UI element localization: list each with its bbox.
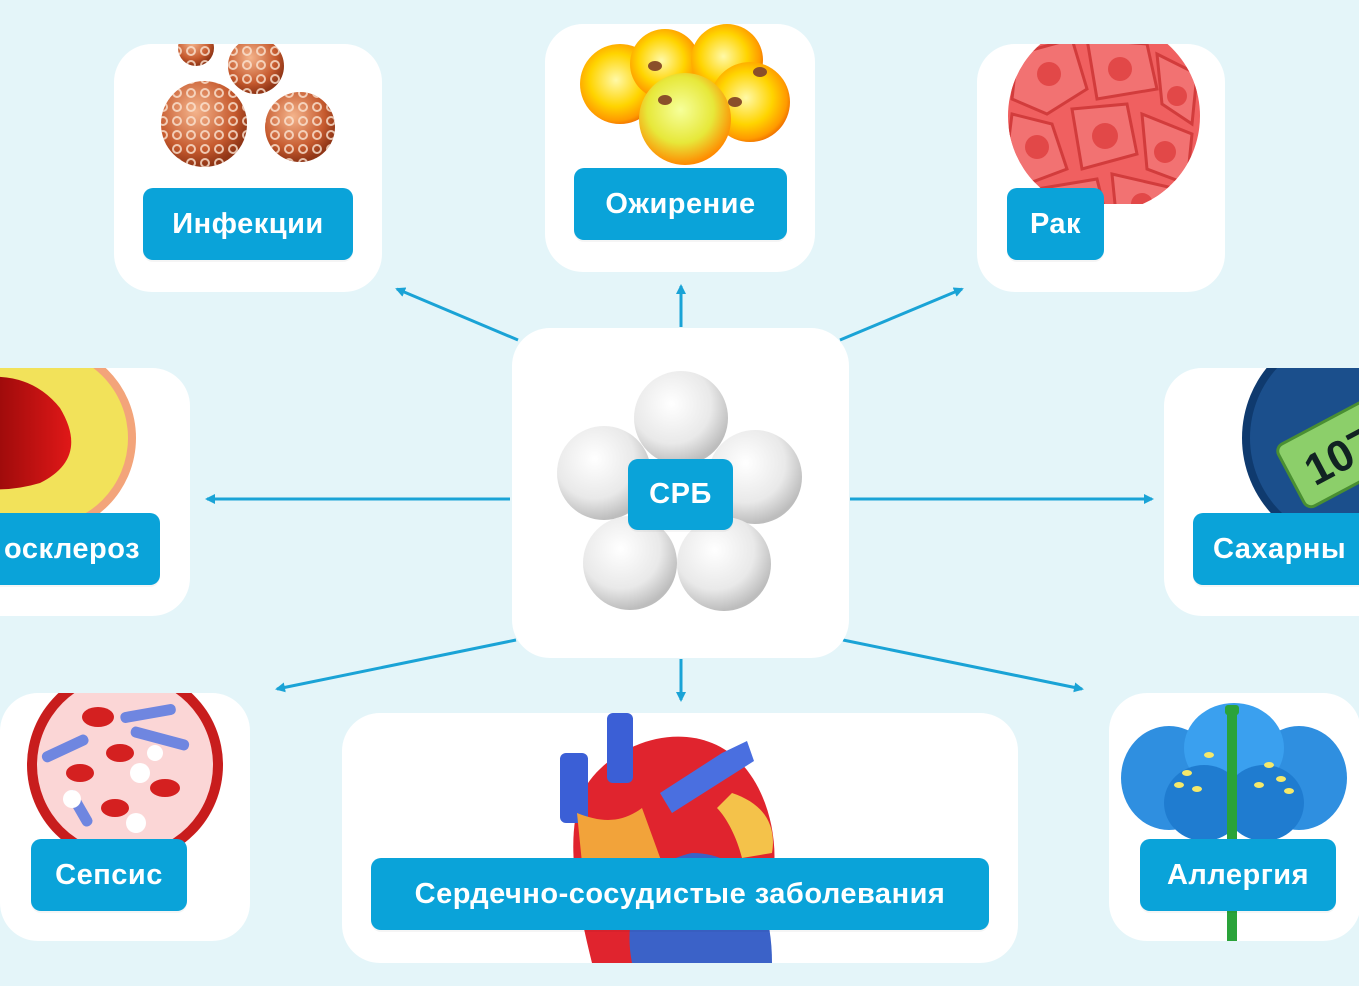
crp-label: СРБ	[628, 459, 733, 530]
cancer-cells-illustration	[1008, 44, 1200, 204]
glucometer-illustration: 107 m	[1242, 368, 1359, 518]
atherosclerosis-label: осклероз	[0, 513, 160, 585]
flower-illustration	[1121, 703, 1347, 941]
arrow-to-allergy	[842, 638, 1084, 693]
blood-vessel-illustration	[27, 693, 223, 843]
arrow-to-infections	[395, 287, 519, 342]
sepsis-card: Сепсис	[0, 693, 250, 941]
diabetes-label: Сахарны	[1193, 513, 1359, 585]
diabetes-card: 107 m Сахарны	[1164, 368, 1359, 616]
obesity-card: Ожирение	[545, 24, 815, 272]
crp-molecule-illustration	[557, 371, 802, 611]
cardiovascular-card: Сердечно-сосудистые заболевания	[342, 713, 1018, 963]
infections-label: Инфекции	[143, 188, 353, 260]
arrow-to-sepsis	[275, 638, 517, 693]
obesity-label: Ожирение	[574, 168, 787, 240]
fat-cells-illustration	[580, 24, 790, 165]
sepsis-label: Сепсис	[31, 839, 187, 911]
allergy-label: Аллергия	[1140, 839, 1336, 911]
infections-card: Инфекции	[114, 44, 382, 292]
crp-center-card: СРБ	[512, 328, 849, 658]
cancer-card: Рак	[977, 44, 1225, 292]
bacteria-illustration	[161, 44, 335, 167]
allergy-card: Аллергия	[1109, 693, 1359, 941]
artery-illustration	[0, 368, 136, 518]
cardiovascular-label: Сердечно-сосудистые заболевания	[371, 858, 989, 930]
cancer-label: Рак	[1007, 188, 1104, 260]
atherosclerosis-card: осклероз	[0, 368, 190, 616]
arrow-to-cancer	[839, 287, 964, 342]
